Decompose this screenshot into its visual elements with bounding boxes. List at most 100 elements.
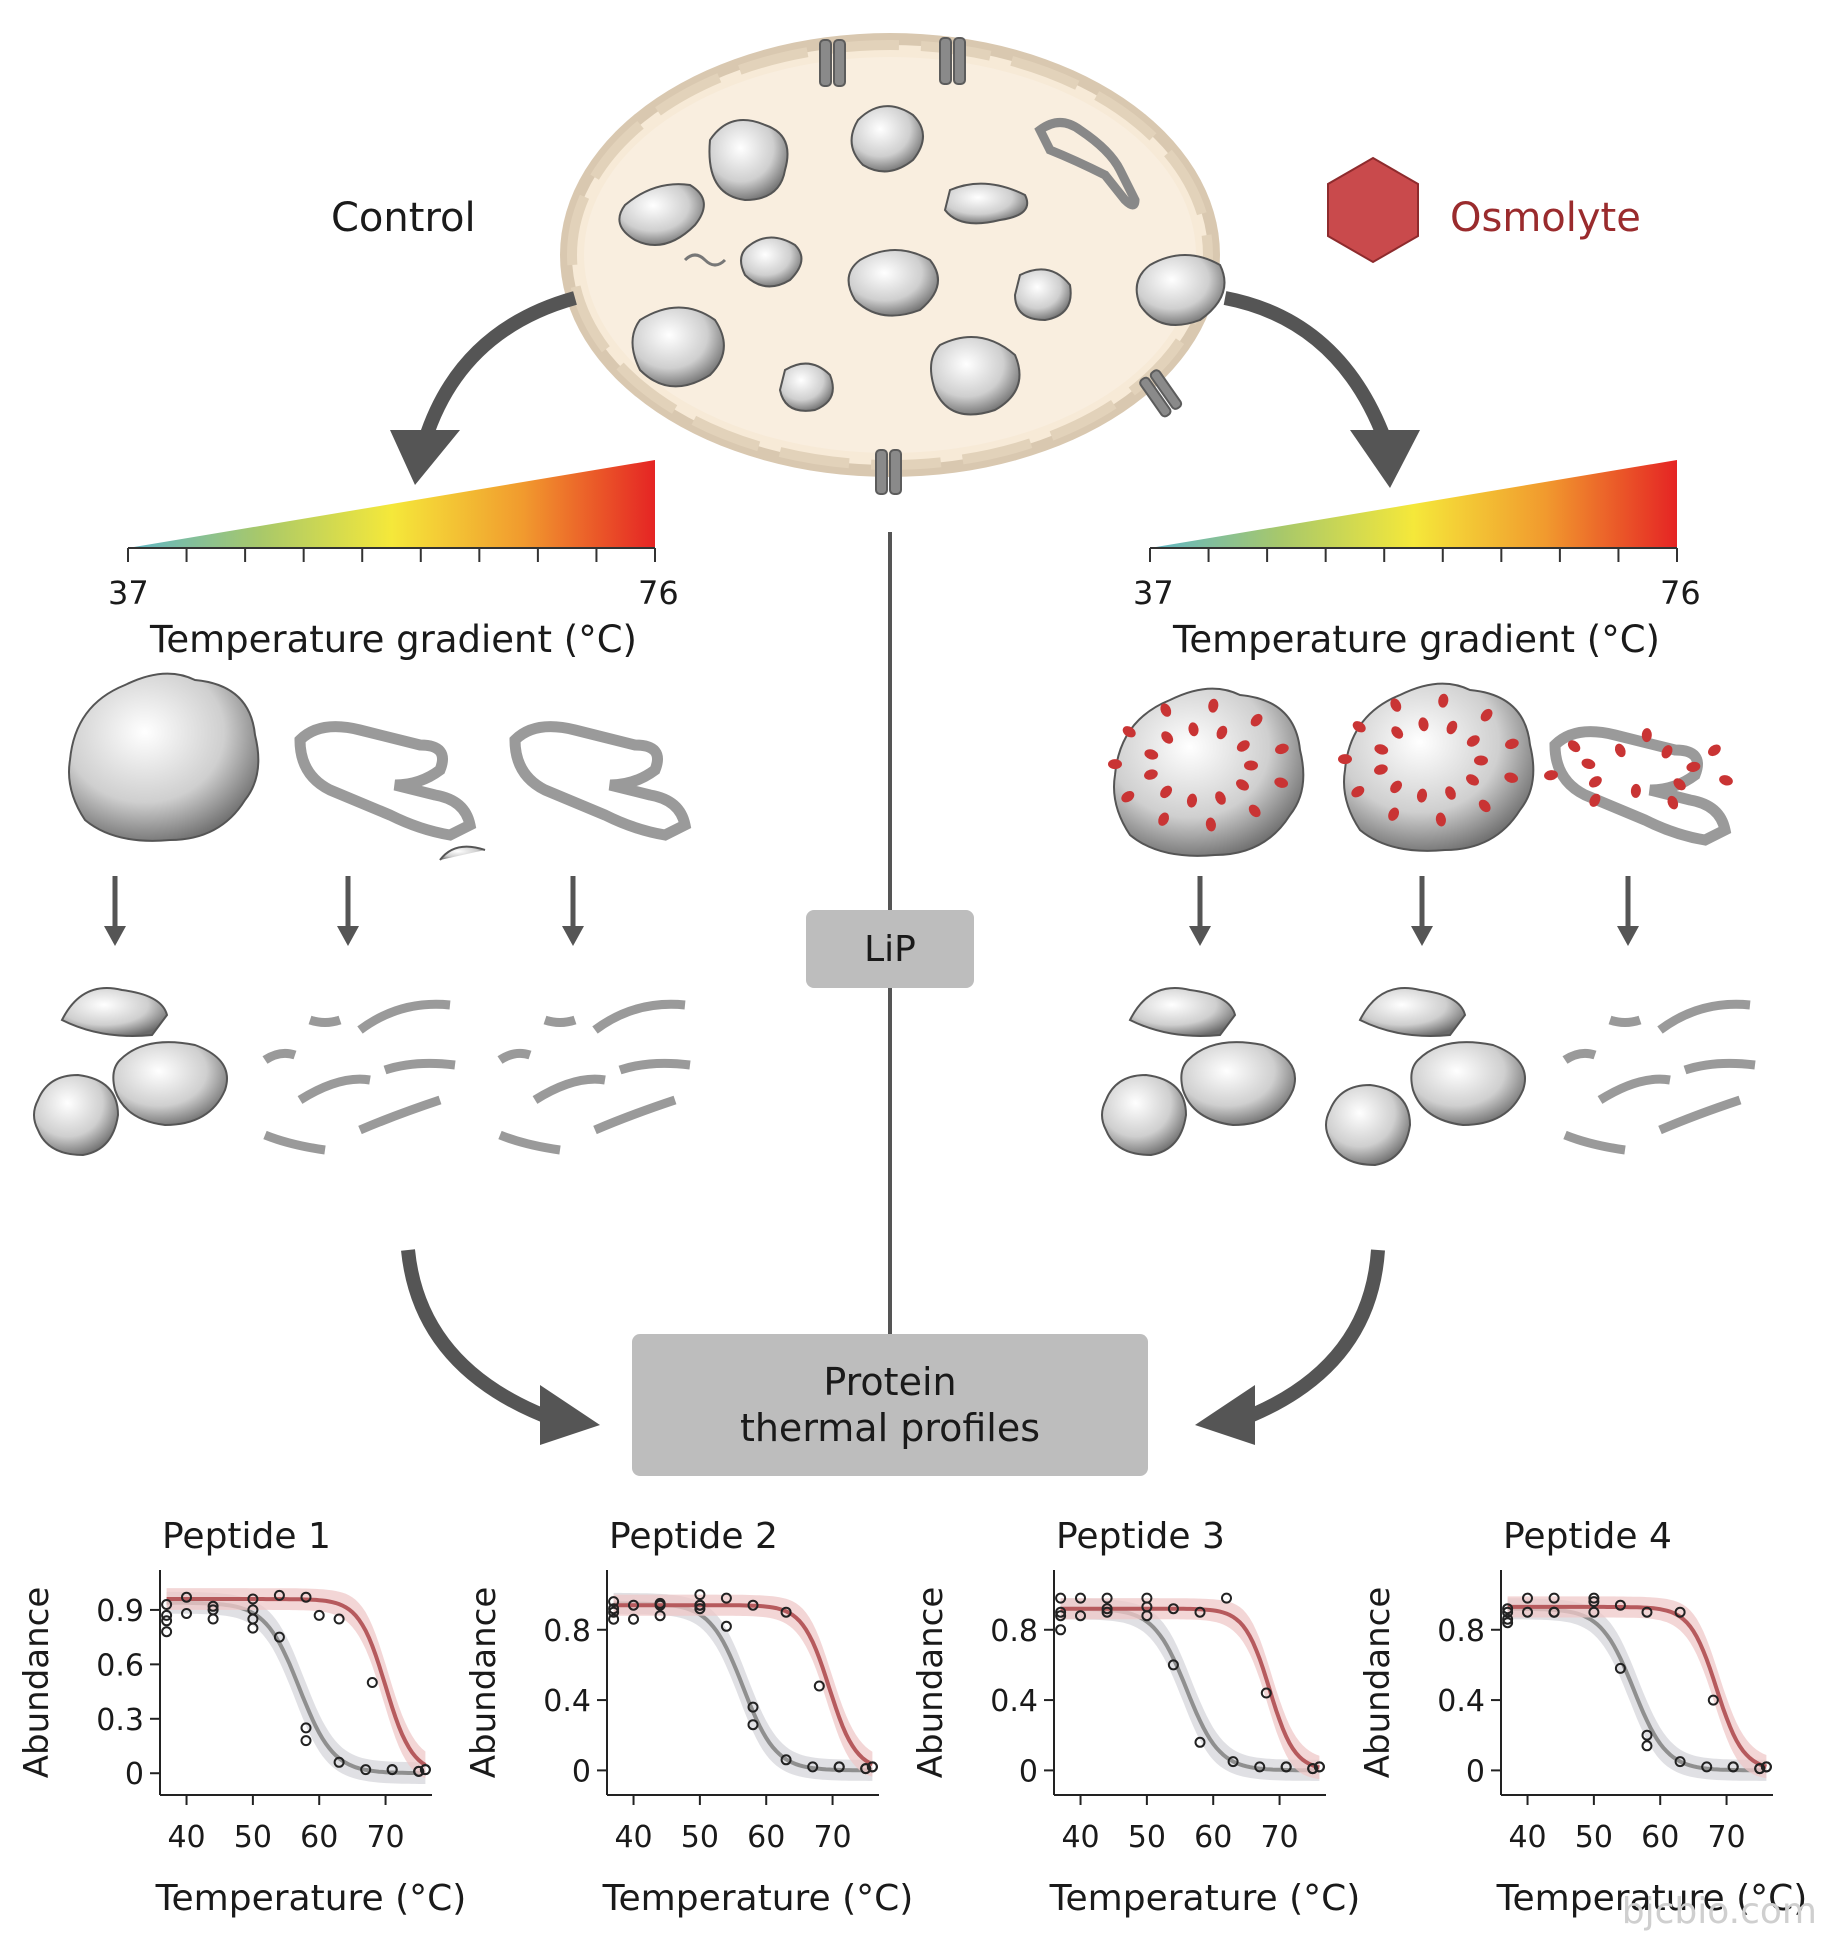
y-tick-label: 0.3 [96, 1703, 144, 1738]
y-axis-label: Abundance [464, 1587, 504, 1779]
osmolyte-molecule [1236, 779, 1249, 791]
osmolyte-data-point [1055, 1624, 1067, 1636]
control-data-point [1701, 1761, 1713, 1773]
gradient-left-min: 37 [108, 574, 149, 612]
osmolyte-data-point [1313, 1761, 1325, 1773]
osmolyte-molecule [1641, 728, 1652, 743]
osmolyte-data-point [1641, 1606, 1653, 1618]
osmolyte-molecule [1160, 703, 1172, 717]
osmolyte-molecule [1352, 721, 1366, 733]
control-data-point [300, 1735, 312, 1747]
digest-arrows [112, 876, 1631, 930]
osmolyte-data-point [207, 1604, 219, 1616]
control-data-point [747, 1701, 759, 1713]
y-axis-label: Abundance [17, 1587, 57, 1779]
osmolyte-data-point [608, 1613, 620, 1625]
osmolyte-data-point [247, 1593, 259, 1605]
control-data-point [1548, 1592, 1560, 1604]
osmolyte-molecule [1275, 743, 1289, 755]
membrane-channels [819, 37, 1183, 495]
osmolyte-data-point [1707, 1694, 1719, 1706]
gradient-left-max: 76 [638, 574, 679, 612]
osmolyte-molecule [1544, 770, 1558, 781]
control-data-point [1641, 1740, 1653, 1752]
osmolyte-molecule [1215, 791, 1226, 805]
osmolyte-molecule [1673, 778, 1686, 791]
osmolyte-molecule [1186, 793, 1198, 808]
x-tick-label: 50 [1128, 1820, 1166, 1855]
osmolyte-data-point [333, 1613, 345, 1625]
arrowhead-right-bottom [1195, 1385, 1255, 1445]
osmolyte-label: Osmolyte [1450, 195, 1641, 241]
osmolyte-data-point [866, 1761, 878, 1773]
control-data-point [1101, 1592, 1113, 1604]
control-data-point [1674, 1756, 1686, 1768]
y-tick-label: 0.4 [990, 1684, 1038, 1719]
x-tick-label: 60 [747, 1820, 785, 1855]
osmolyte-data-point [1614, 1599, 1626, 1611]
lip-label: LiP [864, 928, 916, 970]
y-tick-label: 0 [125, 1757, 144, 1792]
y-tick-label: 0.8 [543, 1614, 591, 1649]
y-tick-label: 0 [1019, 1754, 1038, 1789]
osmolyte-molecule [1208, 698, 1219, 713]
osmolyte-data-point [419, 1764, 431, 1776]
osmolyte-molecule [1144, 769, 1158, 780]
x-tick-label: 40 [1508, 1820, 1546, 1855]
plot-title: Peptide 4 [1503, 1516, 1672, 1557]
y-tick-label: 0.4 [543, 1684, 591, 1719]
osmolyte-data-point [833, 1761, 845, 1773]
control-band [1060, 1598, 1320, 1781]
x-tick-label: 70 [1707, 1820, 1745, 1855]
control-native-proteins [68, 672, 692, 842]
osmolyte-molecule [1567, 740, 1581, 753]
osmolyte-molecule [1708, 744, 1721, 757]
control-data-point [780, 1754, 792, 1766]
control-data-point [807, 1761, 819, 1773]
osmolyte-molecule [1719, 775, 1733, 786]
control-data-point [161, 1599, 173, 1610]
thermal-profiles-box: Protein thermal profiles [632, 1334, 1148, 1476]
control-data-point [1101, 1606, 1113, 1618]
profiles-line-1: Protein [823, 1360, 957, 1404]
osmolyte-data-point [1055, 1610, 1067, 1622]
osmolyte-data-point [1754, 1763, 1766, 1775]
x-tick-label: 70 [1260, 1820, 1298, 1855]
osmolyte-molecule [1274, 777, 1289, 788]
cell-proteins [618, 105, 1226, 416]
osmolyte-data-point [1221, 1592, 1232, 1604]
osmolyte-molecule [1216, 725, 1228, 740]
osmolyte-molecule [1588, 776, 1602, 788]
osmolyte-band [613, 1594, 873, 1777]
control-data-point [608, 1596, 620, 1608]
lip-box: LiP [806, 910, 974, 988]
gradient-left-title: Temperature gradient (°C) [150, 618, 637, 661]
arrowhead-left-bottom [540, 1385, 600, 1445]
osmolyte-data-point [780, 1606, 792, 1618]
arrowhead-left-top [390, 430, 460, 485]
control-data-point [720, 1620, 732, 1632]
osmolyte-data-point [366, 1677, 378, 1688]
osmolyte-molecule [1390, 698, 1402, 712]
osmolyte-data-point [1522, 1606, 1533, 1618]
control-data-point [1055, 1606, 1067, 1618]
osmolyte-molecule [1250, 713, 1263, 727]
osmolyte-data-point [1075, 1610, 1086, 1622]
control-data-point [747, 1719, 759, 1731]
osmolyte-data-point [1674, 1606, 1686, 1618]
x-tick-label: 40 [167, 1820, 205, 1855]
x-tick-label: 50 [681, 1820, 719, 1855]
control-data-point [1055, 1592, 1067, 1604]
osmolyte-data-point [181, 1608, 192, 1619]
osmolyte-data-point [860, 1763, 872, 1775]
osmolyte-molecule [1144, 749, 1159, 760]
osmolyte-data-point [1194, 1606, 1206, 1618]
osmolyte-data-point [247, 1604, 259, 1616]
osmolyte-data-point [413, 1765, 425, 1777]
osmolyte-molecules [1108, 693, 1733, 832]
control-data-point [1588, 1606, 1600, 1618]
osmolyte-molecule [1121, 791, 1135, 803]
osmolyte-molecule [1466, 774, 1479, 786]
